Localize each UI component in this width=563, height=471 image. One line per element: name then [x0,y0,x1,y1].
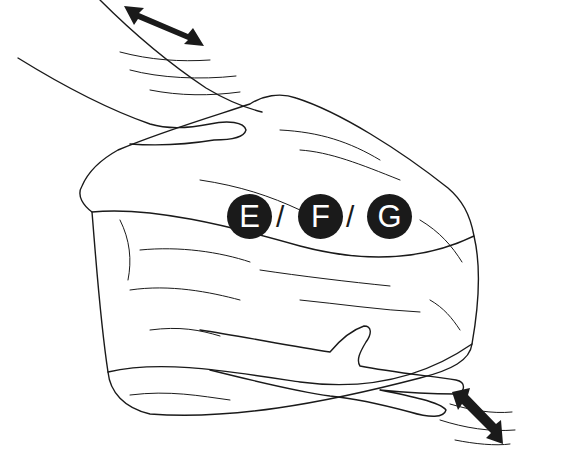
separator-slash: / [276,202,284,232]
letter-circle: E [227,194,272,239]
cushion-wrinkles [120,130,462,400]
hand-outline [200,326,464,416]
cushion-seam [108,344,472,385]
circle-fill [298,194,343,239]
callout-letter: F [298,194,343,239]
letter-circle: F [298,194,343,239]
motion-arrow [124,6,503,444]
separator-slash: / [346,202,354,232]
letter-circle: G [367,194,412,239]
callout-letter: E [227,194,272,239]
circle-fill [367,194,412,239]
motion-lines [120,52,515,445]
arm-outline [18,58,246,145]
circle-fill [227,194,272,239]
callout-letter: G [367,194,412,239]
cushion-outline [80,95,479,415]
arm-outline [100,0,262,112]
